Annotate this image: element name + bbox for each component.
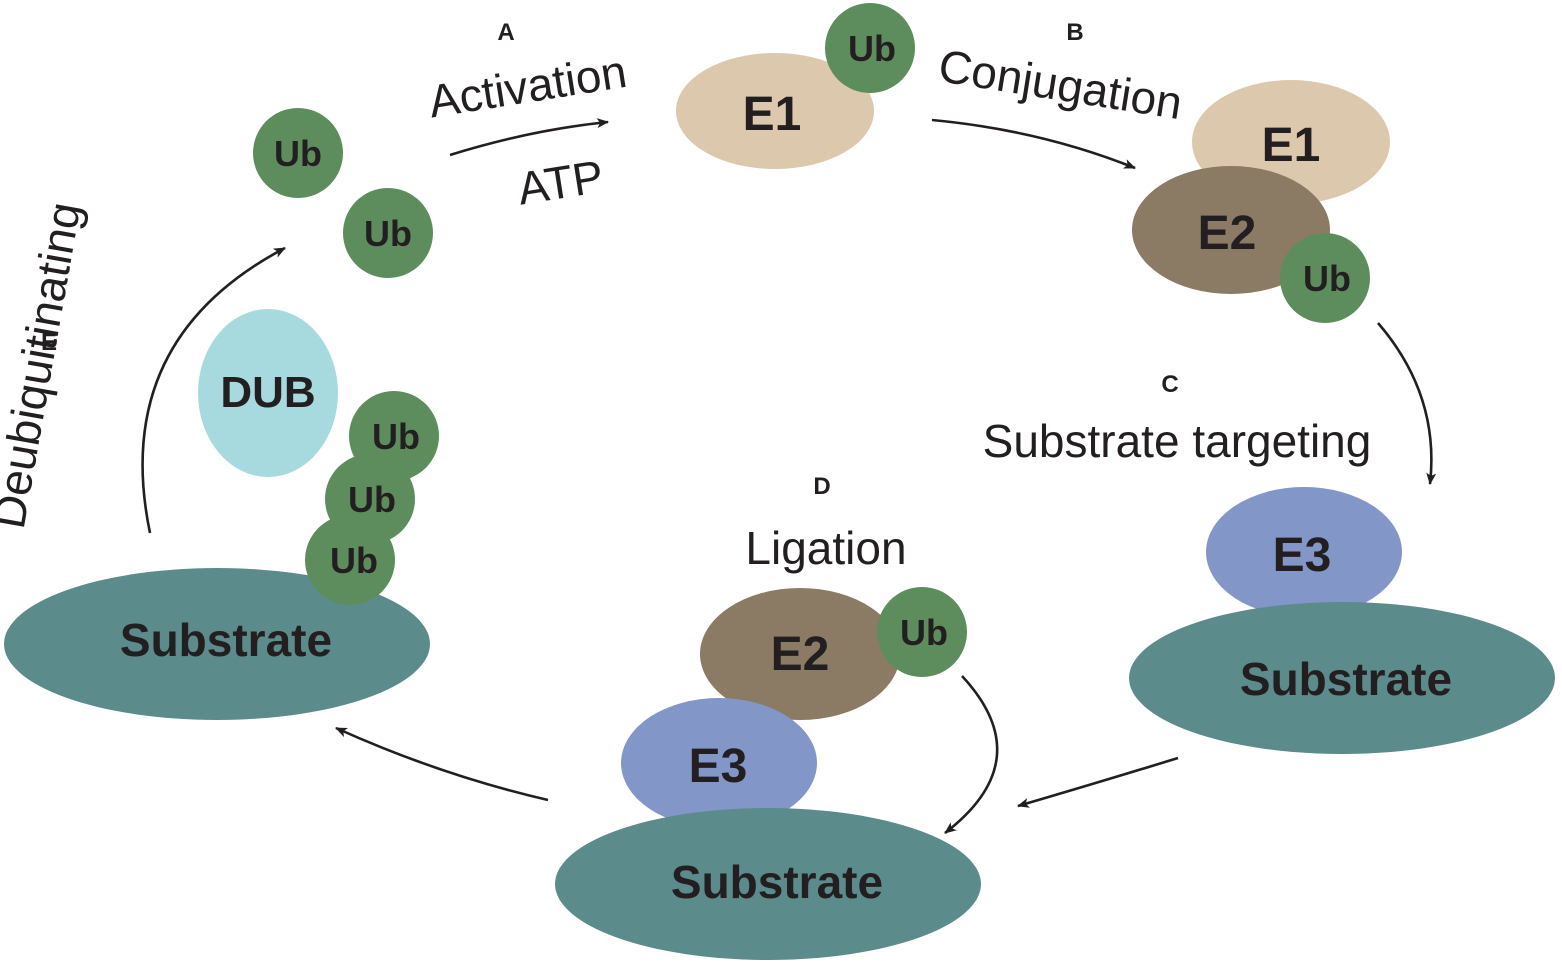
deubiquitinating-arrow bbox=[141, 246, 286, 534]
ub-activation-label: Ub bbox=[848, 28, 896, 69]
ub-conjugation-circle bbox=[1280, 233, 1370, 323]
dub-ellipse bbox=[198, 309, 338, 477]
e1-activation-label: E1 bbox=[743, 88, 802, 141]
free-ub-2: Ub bbox=[343, 188, 433, 278]
step-a-title: Activation bbox=[425, 45, 630, 128]
step-d-title: Ligation bbox=[745, 522, 906, 574]
e2-ligation-label: E2 bbox=[771, 628, 830, 681]
polyub-circle-1 bbox=[349, 391, 439, 481]
substrate-targeting-label: Substrate bbox=[1240, 653, 1452, 705]
activation-arrow bbox=[449, 118, 609, 157]
substrate-ligation-label: Substrate bbox=[671, 856, 883, 908]
e3-targeting-label: E3 bbox=[1273, 529, 1332, 582]
step-e-title: Deubiquitinating bbox=[0, 198, 90, 532]
e2-ligation-ellipse bbox=[700, 588, 900, 720]
substrate-polyub-ellipse bbox=[4, 568, 430, 720]
conjugation-arrow bbox=[931, 118, 1136, 170]
conjugation-complex: E1 E2 Ub bbox=[1132, 80, 1390, 323]
substrate-targeting-complex: E3 Substrate bbox=[1129, 487, 1555, 754]
ub-activation-circle bbox=[825, 3, 915, 93]
step-e-letter: E bbox=[41, 329, 57, 356]
substrate-targeting-ellipse bbox=[1129, 602, 1555, 754]
dub-label: DUB bbox=[220, 368, 315, 417]
e3-ligation-ellipse bbox=[621, 698, 817, 828]
substrate-polyub-label: Substrate bbox=[120, 614, 332, 666]
free-ub-1-circle bbox=[253, 108, 343, 198]
ub-ligation-label: Ub bbox=[900, 612, 948, 653]
step-b-title: Conjugation bbox=[935, 39, 1186, 129]
e1-activation-ellipse bbox=[676, 53, 874, 169]
substrate-targeting-arrow bbox=[1377, 322, 1437, 485]
e3-targeting-ellipse bbox=[1206, 487, 1402, 617]
e3-ligation-label: E3 bbox=[689, 740, 748, 793]
e1-conjugation-label: E1 bbox=[1262, 119, 1321, 172]
step-c-letter: C bbox=[1161, 371, 1178, 398]
step-a-letter: A bbox=[497, 19, 514, 46]
e2-conjugation-label: E2 bbox=[1198, 207, 1257, 260]
polyub-label-1: Ub bbox=[372, 416, 420, 457]
free-ub-1-label: Ub bbox=[274, 133, 322, 174]
polyub-label-3: Ub bbox=[330, 540, 378, 581]
activation-complex: E1 Ub bbox=[676, 3, 915, 169]
free-ub-1: Ub bbox=[253, 108, 343, 198]
step-a-subtitle: ATP bbox=[514, 150, 607, 215]
free-ub-2-label: Ub bbox=[364, 213, 412, 254]
step-d-letter: D bbox=[813, 473, 830, 500]
ligation-complex: E2 Ub E3 Substrate bbox=[555, 587, 981, 960]
ligation-to-polyub-arrow bbox=[335, 726, 549, 802]
step-c-title: Substrate targeting bbox=[983, 415, 1372, 467]
free-ub-2-circle bbox=[343, 188, 433, 278]
e2-conjugation-ellipse bbox=[1132, 166, 1330, 294]
step-b-letter: B bbox=[1066, 19, 1083, 46]
ub-conjugation-label: Ub bbox=[1303, 258, 1351, 299]
ub-transfer-arrow bbox=[944, 675, 999, 835]
transfer-to-ligation-arrow bbox=[1017, 756, 1179, 808]
substrate-ligation-ellipse bbox=[555, 808, 981, 960]
ub-ligation-circle bbox=[877, 587, 967, 677]
deubiquitination-complex: DUB Ub Ub Ub Substrate bbox=[4, 309, 439, 720]
polyub-label-2: Ub bbox=[348, 479, 396, 520]
